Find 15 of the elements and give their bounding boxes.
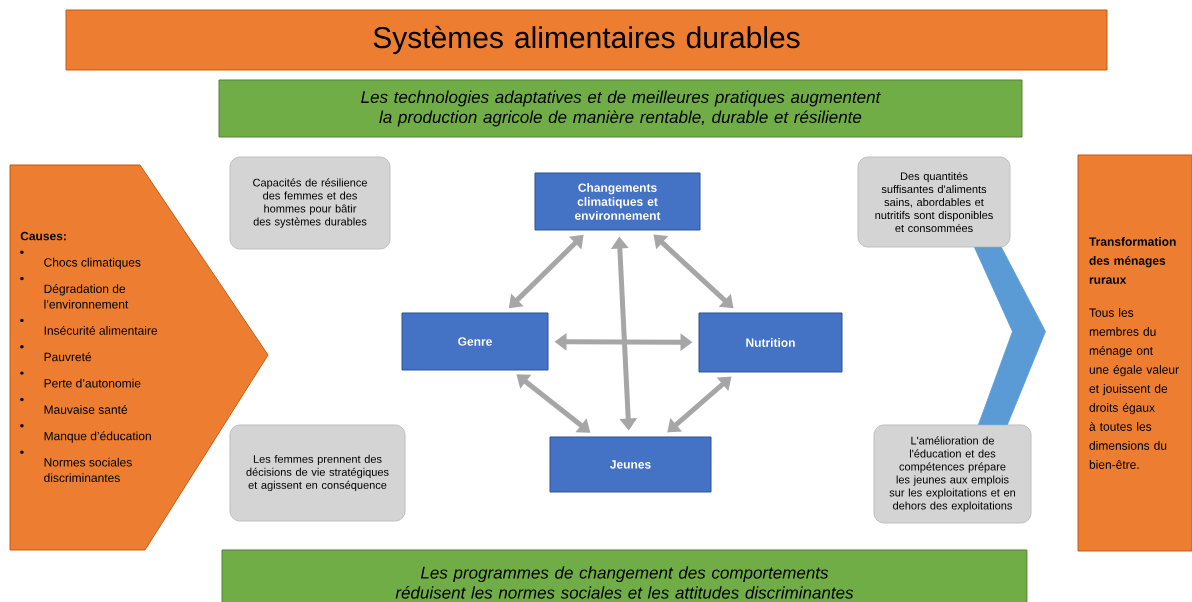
title-banner: Systèmes alimentaires durables [65, 9, 1108, 71]
chevron-arrow [974, 247, 1046, 425]
topic-box: Changements climatiques et environnement [534, 172, 701, 231]
double-arrow [667, 376, 732, 433]
topic-box: Nutrition [698, 312, 843, 373]
rounded-box: L'amélioration de l'éducation et des compétences prépare les jeunes aux emplois sur les exploitations et en dehors des exploitations [873, 424, 1032, 524]
double-arrow [653, 234, 734, 309]
side-panel: Transformation des ménages ruraux Tous les membres du ménage ont une égale valeur et jouissent de droits égaux à toutes les dimensions du bien-être. [1077, 154, 1192, 552]
rounded-box: Les femmes prennent des décisions de vie stratégiques et agissent en conséquence [229, 424, 406, 522]
topic-box: Jeunes [549, 436, 712, 493]
topic-box: Genre [401, 312, 549, 371]
rounded-box: Capacités de résilience des femmes et des hommes pour bâtir des systèmes durables [229, 156, 391, 250]
banner: Les programmes de changement des comportements réduisent les normes sociales et les attitudes discriminantes [221, 549, 1028, 602]
rounded-box: Des quantités suffisantes d'aliments sains, abordables et nutritifs sont disponibles et consommées [857, 156, 1011, 248]
banner: Les technologies adaptatives et de meilleures pratiques augmentent la production agricole de manière rentable, durable et résiliente [218, 79, 1023, 138]
